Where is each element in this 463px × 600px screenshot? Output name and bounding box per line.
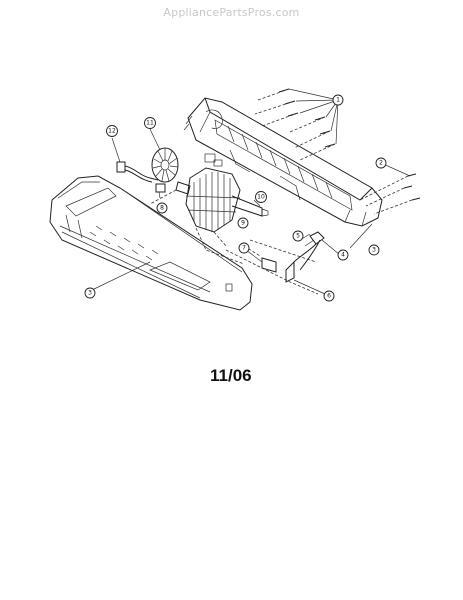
callout-7: 7 <box>238 242 250 254</box>
callout-9: 9 <box>237 217 249 229</box>
callout-6: 6 <box>323 290 335 302</box>
switch-and-wires <box>225 231 341 295</box>
callout-11: 11 <box>144 117 156 129</box>
callout-4: 4 <box>337 249 349 261</box>
leader-3a <box>349 223 373 249</box>
svg-text:3: 3 <box>88 290 92 297</box>
svg-text:2: 2 <box>379 160 383 167</box>
svg-text:6: 6 <box>327 293 331 300</box>
svg-text:3: 3 <box>372 247 376 254</box>
fan-blade <box>149 128 179 183</box>
connector-plug <box>111 137 159 183</box>
callout-1: 1 <box>332 94 344 106</box>
svg-text:11: 11 <box>146 120 154 127</box>
svg-text:8: 8 <box>160 205 164 212</box>
leader-3b <box>91 261 151 291</box>
callout-10: 10 <box>255 191 267 203</box>
callout-8: 8 <box>156 202 168 214</box>
svg-text:9: 9 <box>241 220 245 227</box>
shaft <box>253 199 261 207</box>
svg-text:10: 10 <box>257 194 265 201</box>
svg-text:4: 4 <box>341 252 345 259</box>
date-code: 11/06 <box>210 366 252 385</box>
watermark: AppliancePartsPros.com <box>163 6 300 19</box>
rear-housing <box>183 97 383 227</box>
callout-5: 5 <box>292 230 304 242</box>
front-housing <box>49 175 253 311</box>
svg-text:7: 7 <box>242 245 246 252</box>
callout-12: 12 <box>106 125 118 137</box>
callout-3-rear-housing: 3 <box>368 244 380 256</box>
callout-2: 2 <box>375 157 387 169</box>
svg-text:1: 1 <box>336 97 340 104</box>
svg-text:12: 12 <box>108 128 116 135</box>
brush-block <box>155 183 166 199</box>
motor-assembly <box>149 167 269 265</box>
svg-text:5: 5 <box>296 233 300 240</box>
callout-3-front-housing: 3 <box>84 287 96 299</box>
screws <box>254 88 421 215</box>
